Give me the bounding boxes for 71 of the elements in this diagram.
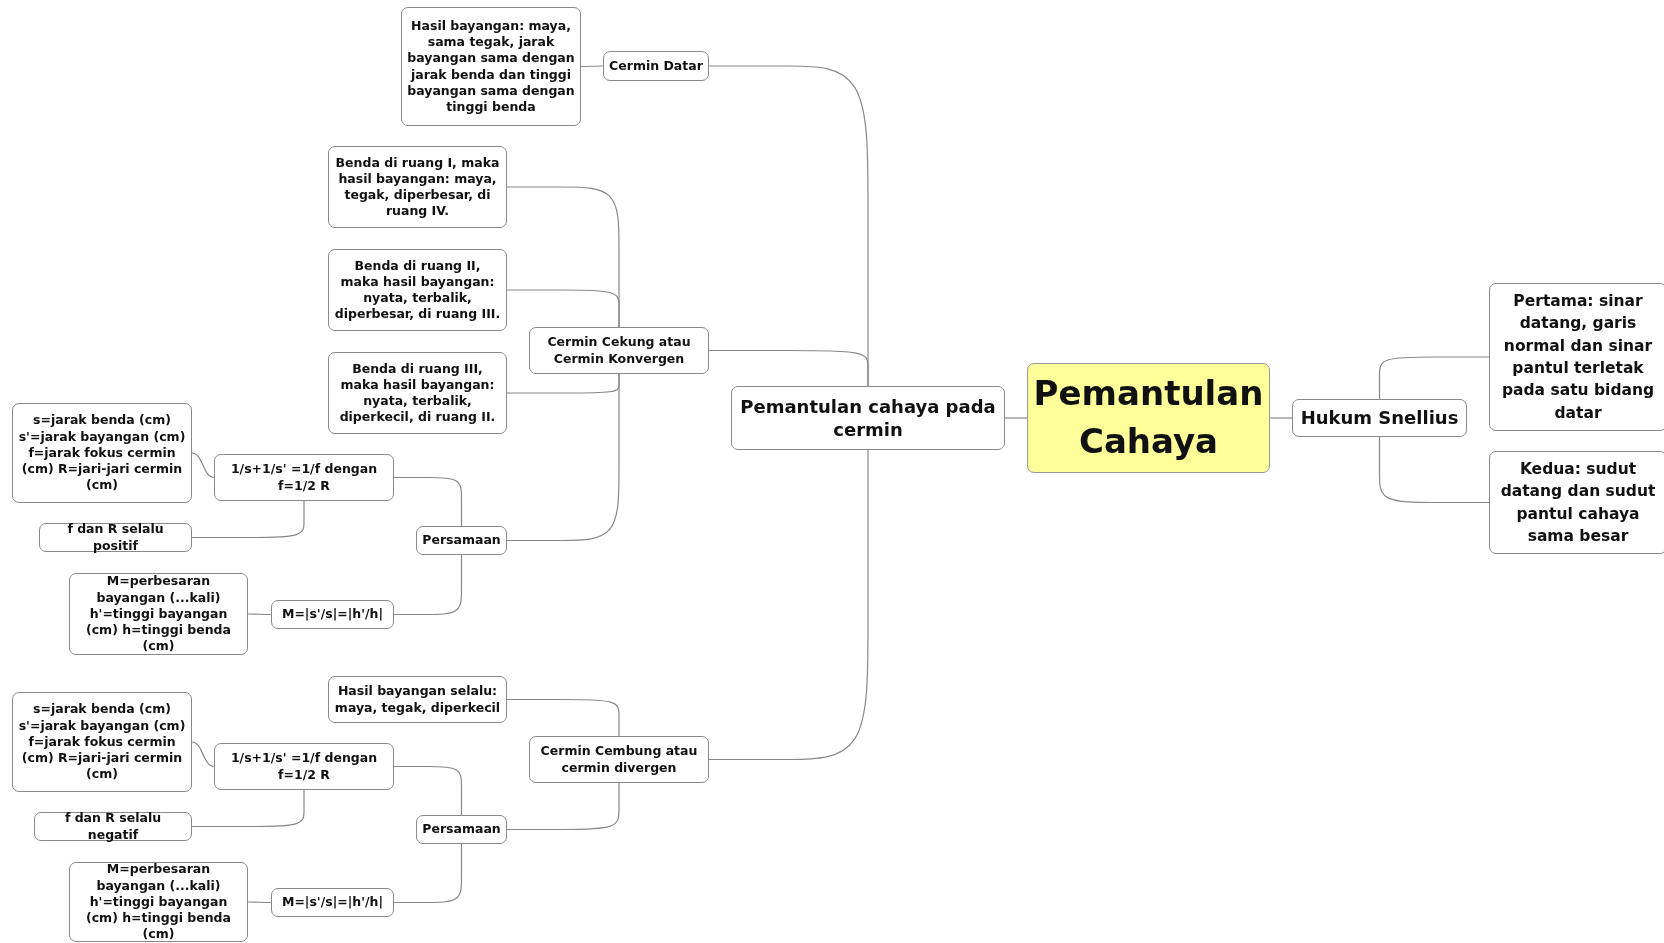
topic-box (328, 249, 507, 331)
connector-line (247, 901, 272, 904)
topic-box (34, 812, 192, 841)
connector-line (393, 765, 463, 816)
topic-box (416, 526, 507, 555)
topic-box (271, 888, 394, 917)
connector-line (506, 289, 620, 328)
topic-text: M=perbesaran bayangan (...kali) h'=tinggi bayangan (cm) h=tinggi benda (cm) (85, 573, 232, 655)
topic-text: Hasil bayangan selalu: maya, tegak, diperkecil (334, 683, 501, 716)
topic-text: Hasil bayangan: maya, sama tegak, jarak bayangan sama dengan jarak benda dan tinggi bayangan sama dengan tinggi benda (407, 17, 575, 116)
topic-box (12, 692, 192, 792)
connector-line (580, 65, 604, 68)
topic-text: s=jarak benda (cm) s'=jarak bayangan (cm) f=jarak fokus cermin (cm) R=jari-jari cermin (cm) (18, 412, 186, 494)
connector-line (191, 789, 305, 828)
topic-box (529, 327, 709, 374)
topic-text: Cermin Cekung atau Cermin Konvergen (546, 334, 692, 367)
connector-line (506, 373, 620, 542)
topic-text: M=|s'/s|=|h'/h| (281, 894, 384, 911)
topic-box (328, 352, 507, 434)
topic-box (1489, 283, 1664, 431)
topic-text: Persamaan (422, 821, 501, 838)
topic-text: f dan R selalu positif (66, 521, 165, 554)
topic-text: Kedua: sudut datang dan sudut pantul cahaya sama besar (1499, 458, 1657, 547)
connector-line (708, 449, 869, 761)
topic-text: M=perbesaran bayangan (...kali) h'=tinggi bayangan (cm) h=tinggi benda (cm) (85, 861, 232, 943)
topic-box (1489, 451, 1664, 554)
connector-line (191, 741, 215, 768)
topic-box (401, 7, 581, 126)
topic-box (416, 815, 507, 844)
topic-box (328, 146, 507, 228)
topic-text: Pemantulan cahaya pada cermin (739, 394, 997, 442)
topic-box (39, 523, 192, 552)
topic-text: Pertama: sinar datang, garis normal dan sinar pantul terletak pada satu bidang datar (1500, 290, 1656, 424)
topic-box (603, 51, 709, 81)
connector-line (1004, 417, 1028, 419)
central-topic-box (1027, 363, 1270, 473)
connector-line (191, 500, 305, 539)
topic-text: Pemantulan Cahaya (1033, 372, 1264, 463)
topic-text: Persamaan (422, 532, 501, 549)
topic-text: 1/s+1/s' =1/f dengan f=1/2 R (229, 750, 379, 783)
topic-text: M=|s'/s|=|h'/h| (281, 606, 384, 623)
topic-text: 1/s+1/s' =1/f dengan f=1/2 R (229, 461, 379, 494)
topic-box (529, 736, 709, 783)
connector-line (393, 554, 463, 616)
connector-line (506, 698, 620, 737)
topic-box (328, 676, 507, 723)
topic-box (731, 386, 1005, 450)
topic-text: f dan R selalu negatif (63, 810, 163, 843)
connector-line (1269, 417, 1293, 419)
topic-box (12, 403, 192, 503)
connector-line (191, 452, 215, 479)
topic-box (214, 454, 394, 501)
topic-text: Cermin Cembung atau cermin divergen (539, 743, 699, 776)
topic-text: Cermin Datar (609, 57, 703, 75)
topic-text: s=jarak benda (cm) s'=jarak bayangan (cm) f=jarak fokus cermin (cm) R=jari-jari cermin (cm) (18, 701, 186, 783)
topic-box (69, 862, 248, 942)
connector-line (393, 476, 463, 527)
topic-text: Benda di ruang II, maka hasil bayangan: nyata, terbalik, diperbesar, di ruang III. (334, 257, 501, 323)
topic-text: Benda di ruang I, maka hasil bayangan: maya, tegak, diperbesar, di ruang IV. (334, 154, 501, 220)
connector-line (1378, 356, 1490, 400)
topic-box (271, 600, 394, 629)
topic-box (1292, 399, 1467, 437)
topic-text: Benda di ruang III, maka hasil bayangan: nyata, terbalik, diperkecil, di ruang II. (338, 360, 497, 426)
connector-line (247, 613, 272, 616)
connector-line (708, 349, 869, 387)
connector-line (393, 843, 463, 904)
topic-box (214, 743, 394, 790)
connector-line (1378, 436, 1490, 504)
topic-box (69, 573, 248, 655)
connector-line (506, 782, 620, 831)
topic-text: Hukum Snellius (1300, 406, 1459, 430)
